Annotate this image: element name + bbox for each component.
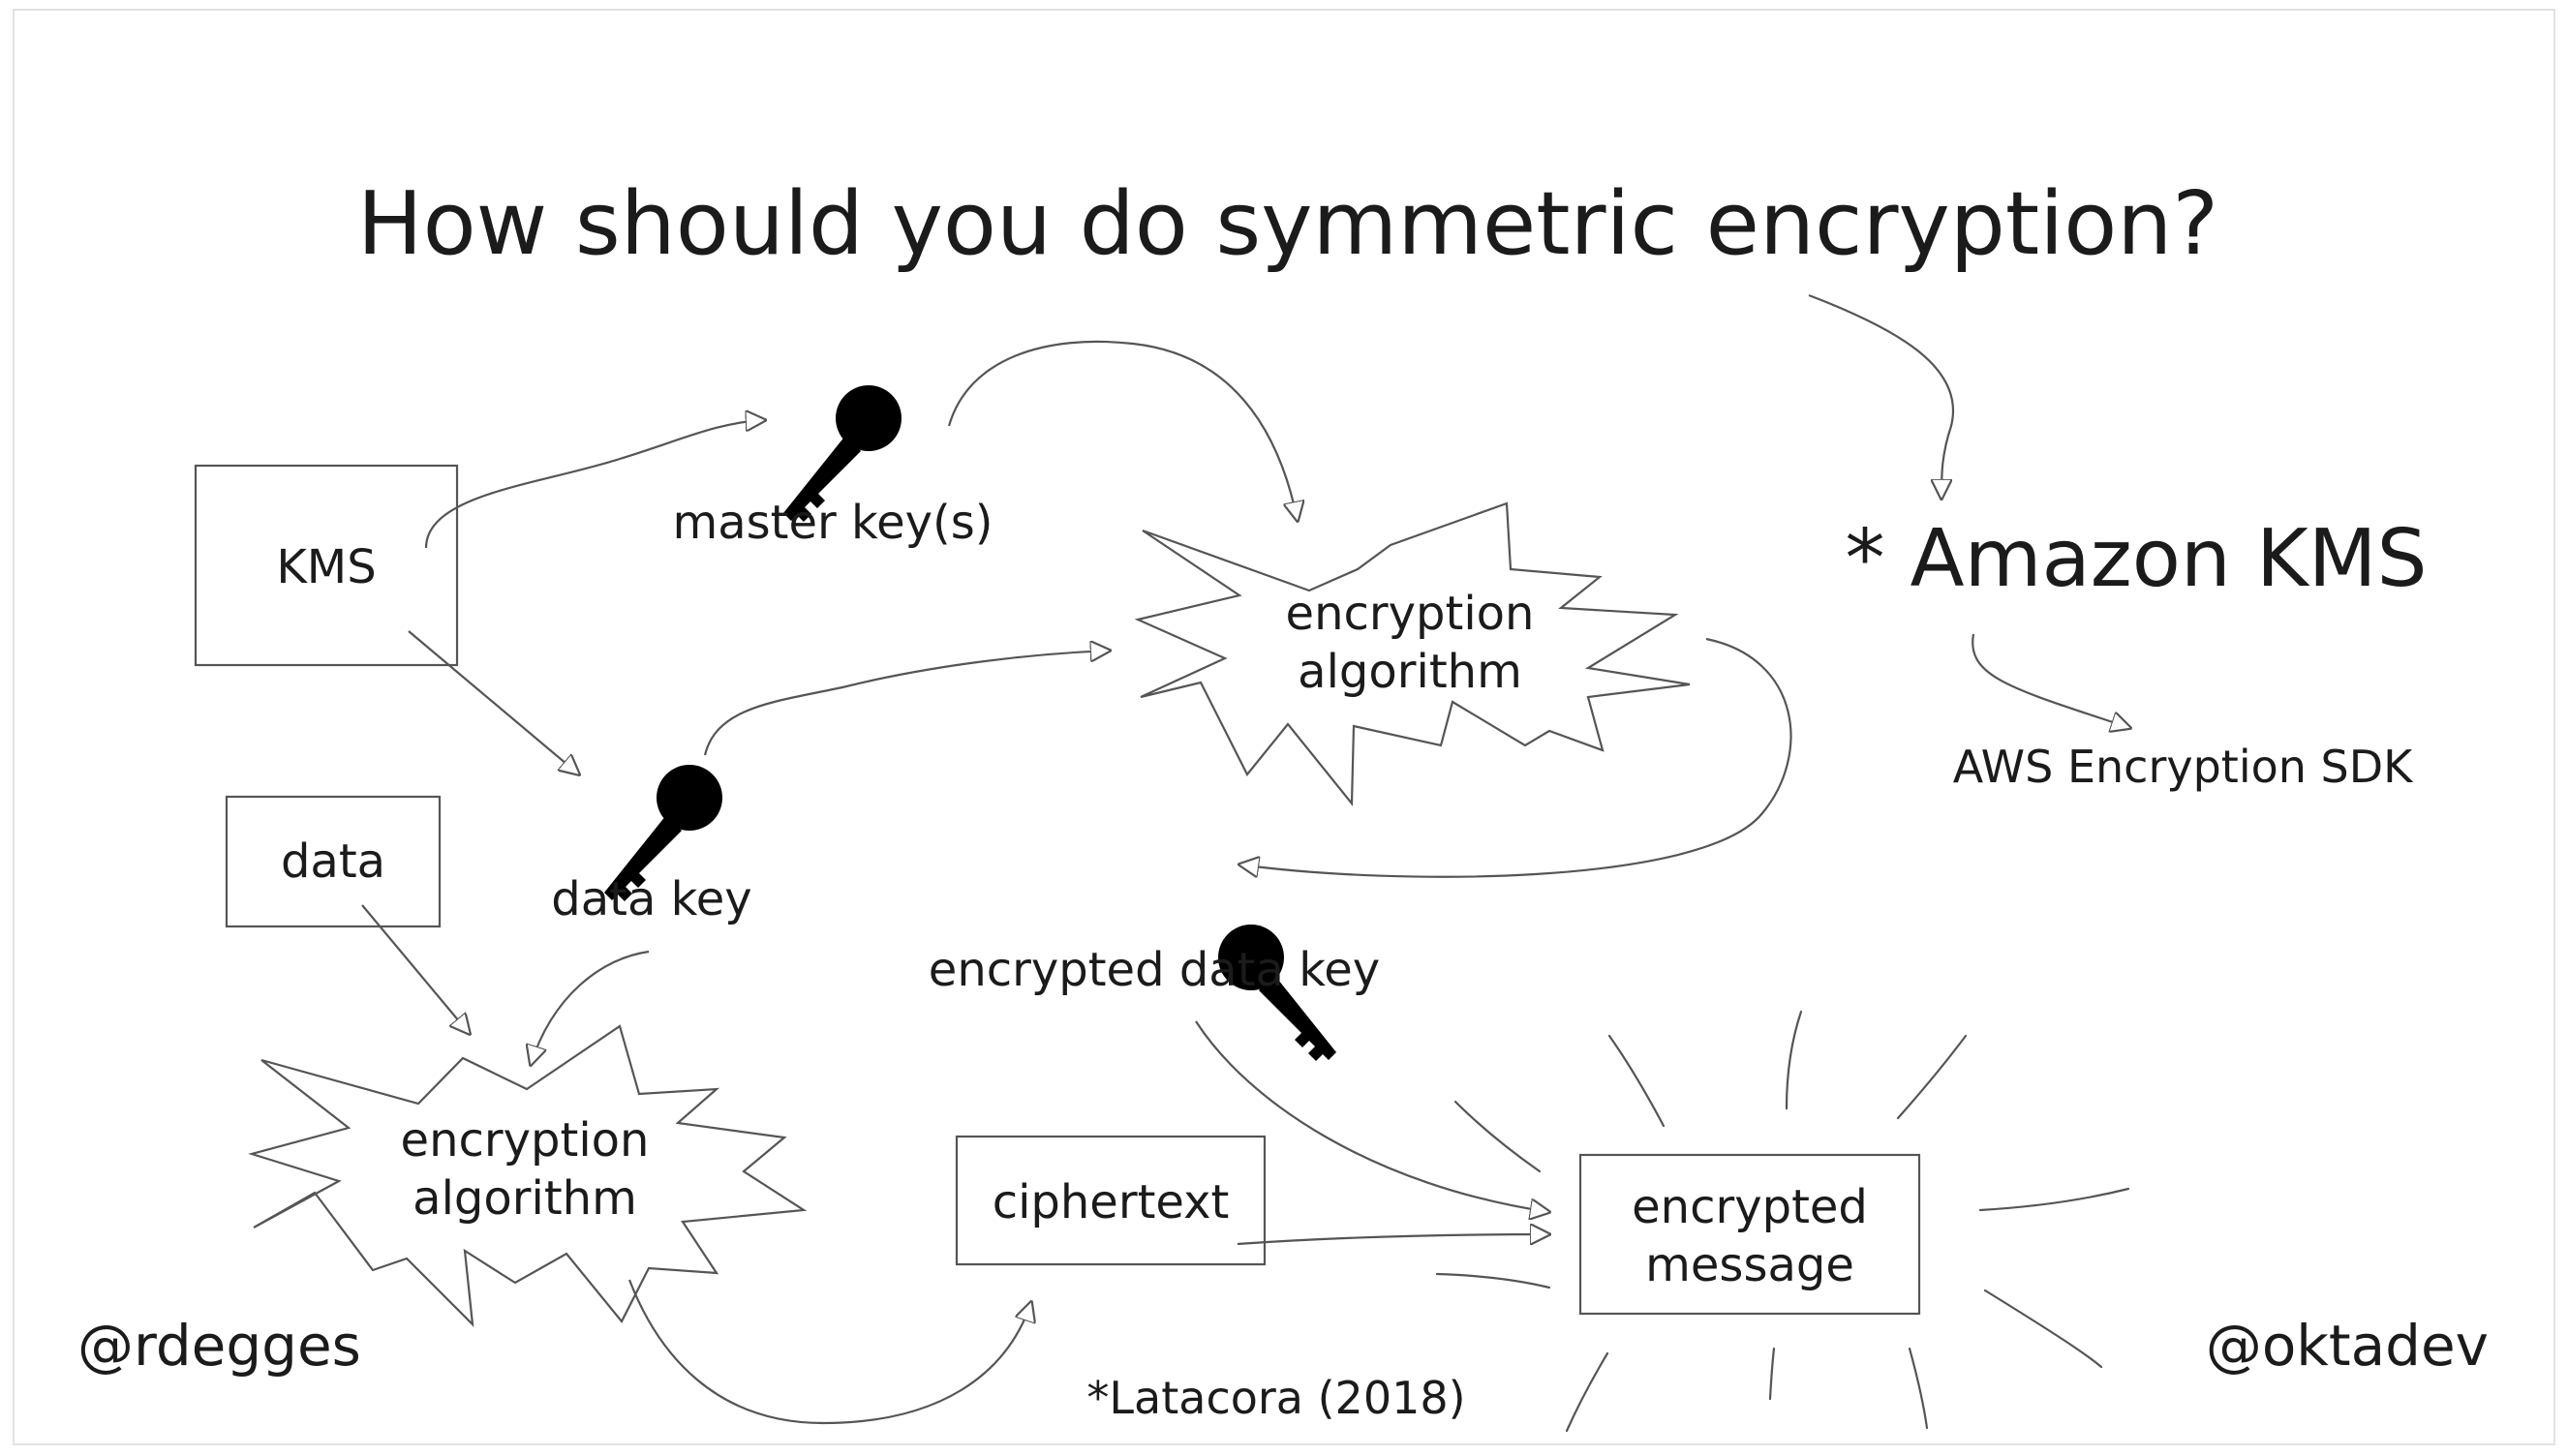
data-key: data key — [551, 765, 752, 926]
arrow-kms-to-master-key — [424, 420, 765, 549]
slide-title: How should you do symmetric encryption? — [357, 173, 2218, 275]
ray — [1908, 1347, 1929, 1430]
ray — [1453, 1100, 1542, 1173]
connectors — [361, 293, 2130, 1425]
arrow-encrypted-data-key-to-message — [1195, 1020, 1549, 1212]
arrow-kms-to-data-key — [408, 630, 579, 774]
encryption-algorithm-top-line1: encryption — [1286, 587, 1535, 641]
encrypted-message: encrypted message — [1435, 1010, 2130, 1433]
handle-right: @oktadev — [2206, 1313, 2489, 1379]
master-key: master key(s) — [672, 385, 994, 550]
encrypted-data-key-label: encrypted data key — [929, 943, 1380, 997]
encrypted-message-line1: encrypted — [1632, 1180, 1868, 1234]
arrow-algorithm-to-encrypted-data-key — [1239, 637, 1792, 878]
data-box: data — [225, 795, 442, 928]
encrypted-message-line2: message — [1645, 1238, 1854, 1292]
amazon-kms-recommendation: * Amazon KMS — [1845, 513, 2427, 605]
kms-label: KMS — [276, 540, 376, 594]
ray — [1607, 1034, 1666, 1128]
encryption-algorithm-top: encryption algorithm — [1134, 501, 1691, 807]
encrypted-data-key: encrypted data key — [929, 925, 1380, 1061]
encryption-algorithm-bottom-line1: encryption — [401, 1113, 650, 1168]
ray — [1983, 1289, 2103, 1369]
data-label: data — [281, 834, 385, 889]
ray — [1565, 1351, 1609, 1433]
ray — [1435, 1272, 1551, 1289]
arrow-data-to-algorithm — [361, 904, 470, 1034]
encryption-algorithm-bottom: encryption algorithm — [248, 1024, 808, 1327]
data-key-label: data key — [551, 872, 751, 926]
arrow-data-key-to-algorithm-bottom — [531, 950, 650, 1065]
arrow-algorithm-to-ciphertext — [627, 1279, 1031, 1425]
slide-frame — [13, 9, 2555, 1445]
arrow-amazon-kms-to-sdk — [1972, 633, 2130, 728]
ray — [1978, 1187, 2130, 1212]
encryption-algorithm-top-line2: algorithm — [1298, 645, 1522, 699]
ciphertext-label: ciphertext — [993, 1175, 1230, 1229]
footnote: *Latacora (2018) — [1086, 1372, 1465, 1424]
arrow-data-key-to-algorithm — [703, 651, 1110, 756]
ciphertext-box: ciphertext — [955, 1135, 1267, 1266]
master-key-label: master key(s) — [672, 496, 993, 550]
arrow-ciphertext-to-message — [1237, 1234, 1549, 1246]
ray — [1768, 1347, 1776, 1401]
handle-left: @rdegges — [77, 1313, 361, 1379]
arrow-title-to-amazon-kms — [1808, 293, 1954, 499]
arrow-master-key-to-algorithm — [947, 340, 1298, 521]
kms-box: KMS — [194, 464, 459, 667]
aws-encryption-sdk: AWS Encryption SDK — [1953, 741, 2414, 793]
encryption-algorithm-bottom-line2: algorithm — [413, 1171, 637, 1226]
ray — [1785, 1010, 1803, 1110]
ray — [1896, 1034, 1968, 1120]
